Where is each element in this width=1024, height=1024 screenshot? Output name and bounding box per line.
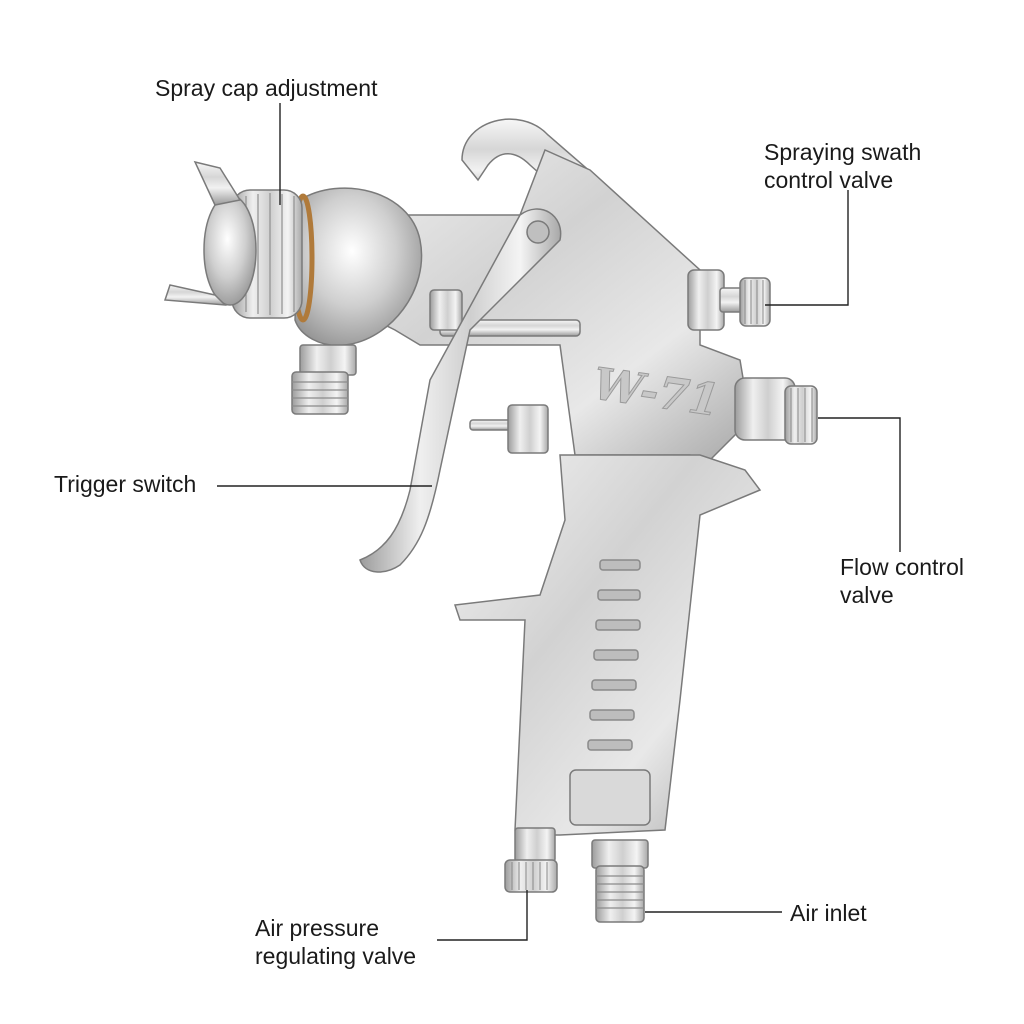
leader-air-pressure — [437, 890, 528, 941]
fluid-inlet-thread-lines — [292, 381, 348, 407]
swath-valve-body — [687, 269, 725, 331]
packing-nut — [429, 289, 463, 331]
label-trigger-text: Trigger switch — [54, 471, 197, 497]
label-airpress-line1: Air pressure — [255, 915, 379, 941]
lower-packing-nut — [507, 404, 549, 454]
air-inlet-nut — [591, 839, 649, 869]
label-spray-cap-adjustment: Spray cap adjustment — [155, 74, 377, 102]
flow-valve-knob-knurl — [790, 388, 813, 442]
label-airpress-line2: regulating valve — [255, 943, 417, 969]
label-air-inlet: Air inlet — [790, 899, 867, 927]
leader-swath — [765, 190, 849, 306]
label-trigger-switch: Trigger switch — [54, 470, 196, 498]
label-flow-control-valve: Flow control valve — [840, 553, 964, 609]
air-cap-horn-top — [193, 160, 242, 206]
air-cap-horn-bottom — [163, 284, 227, 306]
air-inlet-thread-lines — [596, 875, 644, 909]
air-cap-front — [203, 194, 257, 306]
label-swath-line1: Spraying swath — [764, 139, 922, 165]
trigger-pivot — [526, 220, 550, 244]
air-pressure-knob — [504, 859, 558, 893]
leader-flow — [818, 417, 901, 552]
swath-valve-knob-knurl — [744, 280, 764, 324]
flow-valve-knob — [784, 385, 818, 445]
air-inlet-thread — [595, 865, 645, 923]
leader-lines — [217, 103, 901, 941]
label-spray-cap-text: Spray cap adjustment — [155, 75, 378, 101]
handle-inner-panel — [569, 769, 651, 826]
label-spraying-swath-control-valve: Spraying swath control valve — [764, 138, 921, 194]
label-flow-line1: Flow control — [840, 554, 964, 580]
label-air-pressure-regulating-valve: Air pressure regulating valve — [255, 914, 416, 970]
air-pressure-knob-knurl — [511, 862, 548, 890]
spray-gun: W-71 — [163, 118, 818, 923]
trigger-lever — [359, 208, 562, 573]
label-swath-line2: control valve — [764, 167, 894, 193]
gun-upper-body — [334, 148, 751, 472]
fluid-nozzle-body — [294, 187, 423, 347]
air-pressure-valve-body — [514, 827, 556, 863]
fluid-inlet-thread — [291, 371, 349, 415]
fluid-inlet-nut — [299, 344, 357, 376]
handle-grip-ridges — [587, 559, 641, 751]
label-flow-line2: valve — [840, 582, 894, 608]
label-inlet-text: Air inlet — [790, 900, 867, 926]
